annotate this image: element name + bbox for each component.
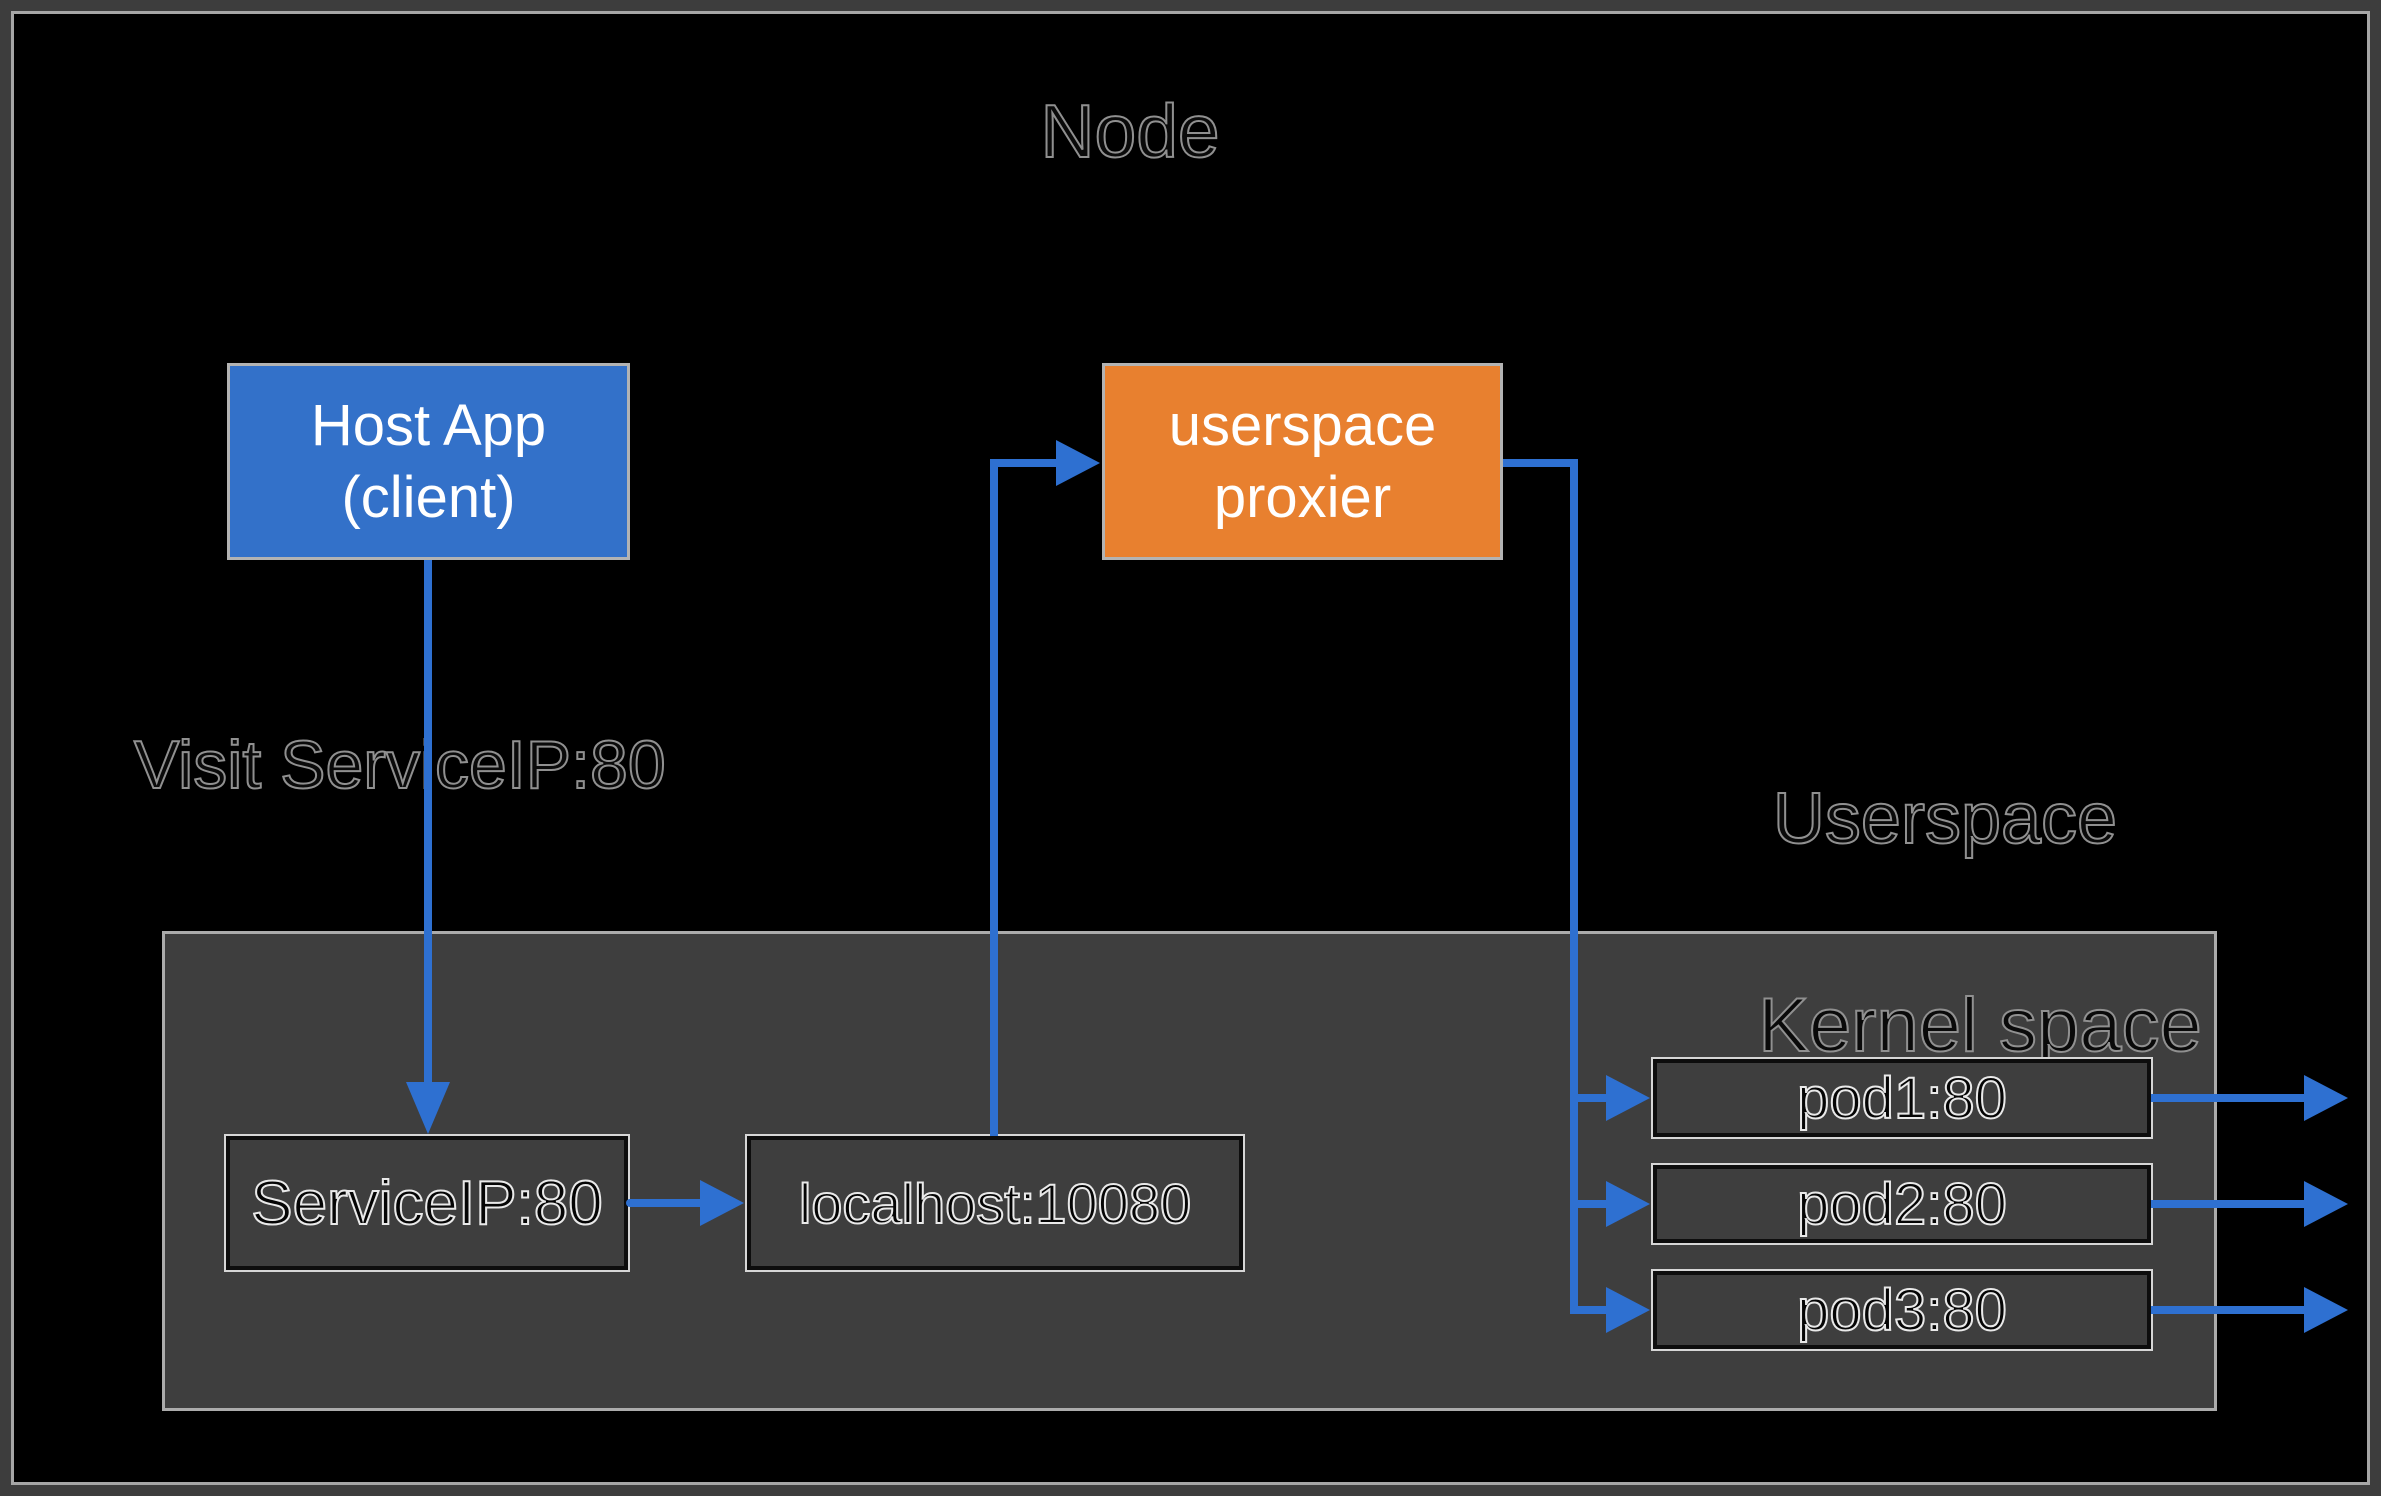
pod1-label: pod1:80 bbox=[1796, 1065, 2008, 1132]
pod3-box: pod3:80 bbox=[1653, 1271, 2151, 1349]
serviceip-label: ServiceIP:80 bbox=[250, 1168, 604, 1239]
pod2-label: pod2:80 bbox=[1796, 1171, 2008, 1238]
kernel-space-title: Kernel space bbox=[1757, 982, 2203, 1069]
serviceip-box: ServiceIP:80 bbox=[226, 1136, 628, 1270]
userspace-proxier-box: userspace proxier bbox=[1102, 363, 1503, 560]
node-title: Node bbox=[1039, 88, 1220, 174]
localhost-box: localhost:10080 bbox=[747, 1136, 1243, 1270]
host-app-box: Host App (client) bbox=[227, 363, 630, 560]
host-app-line2: (client) bbox=[341, 464, 516, 530]
proxier-line2: proxier bbox=[1213, 464, 1392, 530]
userspace-label: Userspace bbox=[1772, 778, 2118, 860]
localhost-label: localhost:10080 bbox=[798, 1171, 1192, 1236]
host-app-line1: Host App bbox=[310, 392, 547, 458]
pod3-label: pod3:80 bbox=[1796, 1277, 2008, 1344]
visit-serviceip-label: Visit ServiceIP:80 bbox=[133, 726, 667, 804]
pod1-box: pod1:80 bbox=[1653, 1059, 2151, 1137]
pod2-box: pod2:80 bbox=[1653, 1165, 2151, 1243]
proxier-line1: userspace bbox=[1168, 392, 1437, 458]
